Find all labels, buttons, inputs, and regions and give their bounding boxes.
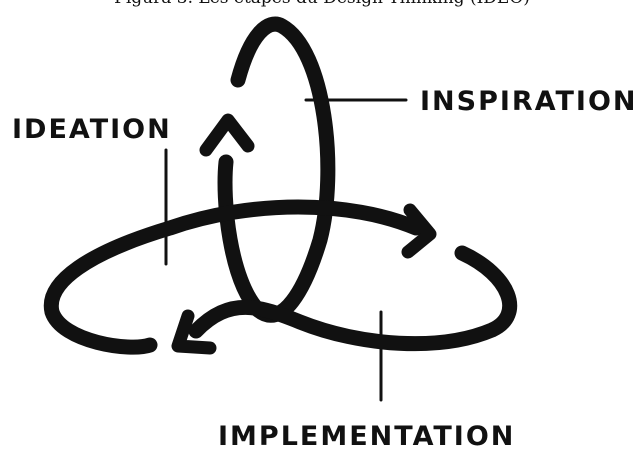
inspiration-arrowhead <box>199 113 255 157</box>
figure-caption: Figura 3. Les étapes du Design Thinking … <box>0 0 644 8</box>
implementation-loop <box>188 245 518 352</box>
implementation-label: IMPLEMENTATION <box>218 421 515 450</box>
ideation-arrowhead <box>401 203 437 259</box>
ideation-loop <box>43 199 424 355</box>
inspiration-loop <box>217 16 336 323</box>
ideation-label: IDEATION <box>12 114 172 145</box>
implementation-arrowhead <box>171 309 217 355</box>
inspiration-label: INSPIRATION <box>420 86 638 117</box>
